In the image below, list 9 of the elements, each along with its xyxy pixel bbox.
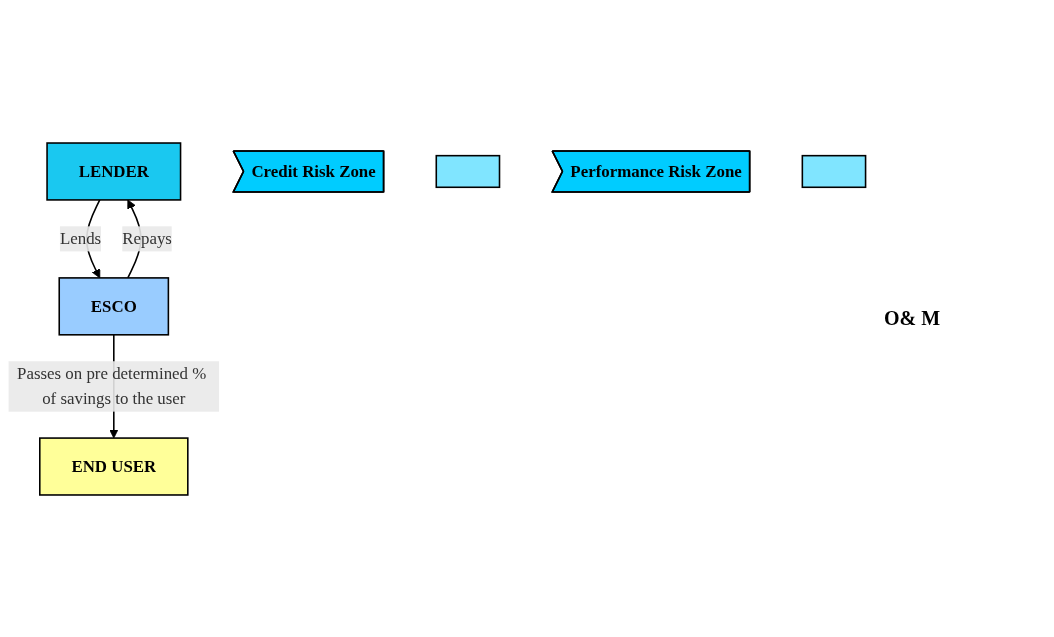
node-box: END USER [39,436,189,496]
node-box [435,154,501,188]
note-text: O& M [884,307,942,330]
node-box: ESCO [58,276,170,336]
node-box: LENDER [46,141,182,201]
node-box [801,154,867,188]
edge-label: Lends [59,228,102,247]
edge-label: Passes on pre determined % of savings to the user [17,363,207,408]
edge-label: Repays [122,228,172,247]
